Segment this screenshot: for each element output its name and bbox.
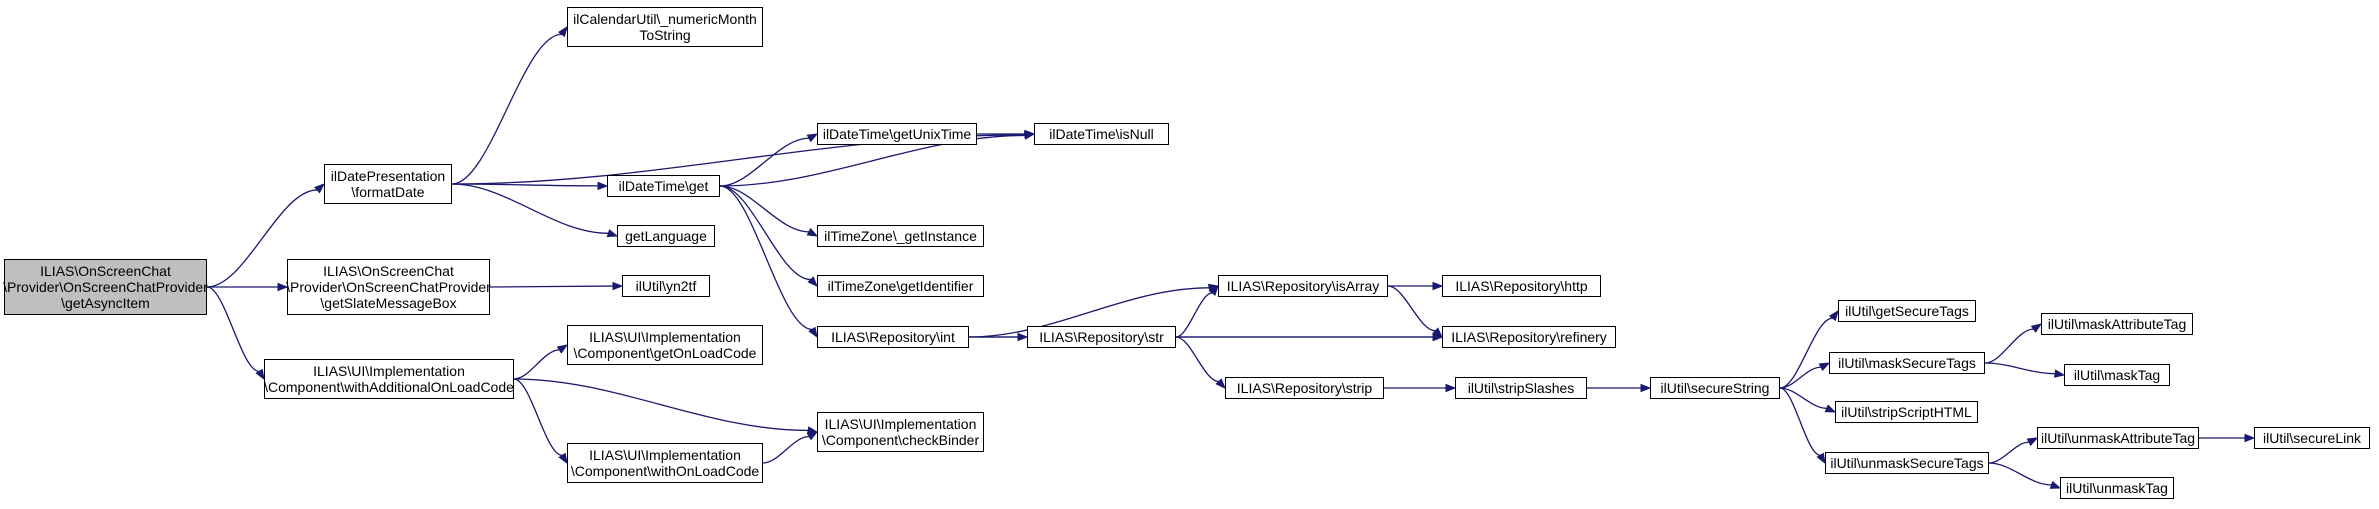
edge-datetime_get-to-tz_identifier — [719, 185, 811, 281]
edge-datetime_get-to-repo_int — [719, 185, 813, 331]
arrowhead-with_additional-to-with_onload — [558, 452, 568, 465]
edge-with_additional-to-check_binder — [513, 378, 809, 432]
node-get-language[interactable]: getLanguage — [617, 225, 715, 247]
edge-unmask_secure_tags-to-unmask_attribute_tag — [1988, 441, 2030, 464]
edge-with_additional-to-with_onload — [513, 378, 563, 457]
arrowhead-with_onload-to-check_binder — [806, 431, 819, 441]
node-repo-http[interactable]: ILIAS\Repository\http — [1442, 275, 1601, 297]
node-with-additional[interactable]: ILIAS\UI\Implementation \Component\withA… — [264, 359, 514, 399]
node-with-onload[interactable]: ILIAS\UI\Implementation \Component\withO… — [567, 443, 763, 483]
arrowhead-datetime_get-to-tz_identifier — [807, 276, 818, 287]
node-tz-instance[interactable]: ilTimeZone\_getInstance — [817, 225, 984, 247]
node-root[interactable]: ILIAS\OnScreenChat \Provider\OnScreenCha… — [3, 259, 208, 315]
edge-datetime_get-to-is_null — [719, 134, 1026, 187]
node-repo-strip[interactable]: ILIAS\Repository\strip — [1225, 377, 1384, 399]
arrowhead-mask_secure_tags-to-mask_tag — [2053, 369, 2066, 378]
edge-secure_string-to-unmask_secure_tags — [1779, 387, 1821, 456]
arrowhead-secure_string-to-strip_script_html — [1824, 404, 1837, 413]
arrowhead-secure_string-to-unmask_secure_tags — [1816, 452, 1826, 465]
node-get-unix-time[interactable]: ilDateTime\getUnixTime — [817, 123, 977, 145]
arrowhead-with_additional-to-get_onload — [556, 344, 569, 354]
arrowhead-strip_slashes-to-secure_string — [1640, 383, 1652, 393]
node-get-secure-tags[interactable]: ilUtil\getSecureTags — [1838, 300, 1976, 322]
node-secure-link[interactable]: ilUtil\secureLink — [2254, 427, 2370, 449]
edge-datetime_get-to-get_unix_time — [719, 137, 810, 187]
node-mask-tag[interactable]: ilUtil\maskTag — [2064, 364, 2170, 386]
node-mask-secure-tags[interactable]: ilUtil\maskSecureTags — [1829, 352, 1985, 374]
edge-datetime_get-to-tz_instance — [719, 185, 810, 233]
node-tz-identifier[interactable]: ilTimeZone\getIdentifier — [817, 275, 984, 297]
arrowhead-get_unix_time-to-is_null — [1024, 129, 1036, 139]
arrowhead-date_format-to-datetime_get — [597, 181, 609, 191]
node-yn2tf[interactable]: ilUtil\yn2tf — [622, 275, 710, 297]
arrowhead-datetime_get-to-repo_int — [808, 326, 818, 339]
node-check-binder[interactable]: ILIAS\UI\Implementation \Component\check… — [817, 412, 984, 452]
edge-repo_is_array-to-repo_refinery — [1387, 285, 1436, 332]
node-repo-int[interactable]: ILIAS\Repository\int — [817, 326, 969, 348]
arrowhead-secure_string-to-mask_secure_tags — [1818, 362, 1831, 372]
node-get-onload[interactable]: ILIAS\UI\Implementation \Component\getOn… — [567, 325, 763, 365]
arrowhead-datetime_get-to-tz_instance — [806, 227, 819, 237]
arrowhead-slate_box-to-yn2tf — [612, 281, 624, 291]
edge-repo_int-to-repo_is_array — [968, 287, 1210, 338]
arrowhead-root-to-with_additional — [255, 368, 265, 381]
arrowhead-repo_is_array-to-repo_http — [1432, 281, 1444, 291]
arrowhead-date_format-to-get_language — [606, 229, 619, 238]
node-unmask-attribute-tag[interactable]: ilUtil\unmaskAttributeTag — [2037, 427, 2199, 449]
edge-secure_string-to-get_secure_tags — [1779, 317, 1833, 389]
arrowhead-unmask_secure_tags-to-unmask_tag — [2049, 480, 2062, 489]
node-unmask-secure-tags[interactable]: ilUtil\unmaskSecureTags — [1825, 452, 1989, 474]
arrowhead-root-to-slate_box — [277, 282, 289, 292]
edge-with_onload-to-check_binder — [762, 435, 810, 464]
edge-mask_secure_tags-to-mask_attribute_tag — [1984, 328, 2034, 364]
edge-slate_box-to-yn2tf — [489, 285, 614, 288]
arrowhead-unmask_secure_tags-to-unmask_attribute_tag — [2026, 437, 2039, 447]
arrowhead-repo_str-to-repo_is_array — [1208, 284, 1219, 297]
edge-date_format-to-numeric_month — [451, 33, 562, 185]
arrowhead-repo_is_array-to-repo_refinery — [1432, 327, 1444, 338]
node-strip-slashes[interactable]: ilUtil\stripSlashes — [1455, 377, 1587, 399]
node-is-null[interactable]: ilDateTime\isNull — [1034, 123, 1169, 145]
arrowhead-repo_str-to-repo_strip — [1215, 378, 1226, 389]
node-repo-is-array[interactable]: ILIAS\Repository\isArray — [1218, 275, 1388, 297]
edge-date_format-to-get_language — [451, 183, 609, 234]
node-datetime-get[interactable]: ilDateTime\get — [607, 175, 720, 197]
arrowhead-mask_secure_tags-to-mask_attribute_tag — [2030, 323, 2043, 333]
edge-root-to-with_additional — [206, 286, 260, 372]
arrowhead-datetime_get-to-get_unix_time — [806, 133, 819, 143]
edge-date_format-to-datetime_get — [451, 183, 599, 187]
node-repo-refinery[interactable]: ILIAS\Repository\refinery — [1442, 326, 1616, 348]
arrowhead-repo_strip-to-strip_slashes — [1445, 383, 1457, 393]
edge-repo_str-to-repo_is_array — [1175, 292, 1213, 338]
node-mask-attribute-tag[interactable]: ilUtil\maskAttributeTag — [2041, 313, 2193, 335]
edge-secure_string-to-strip_script_html — [1779, 387, 1827, 410]
arrowhead-secure_string-to-get_secure_tags — [1828, 309, 1839, 322]
edge-root-to-date_format — [206, 189, 318, 288]
node-slate-box[interactable]: ILIAS\OnScreenChat \Provider\OnScreenCha… — [286, 259, 491, 315]
edge-secure_string-to-mask_secure_tags — [1779, 366, 1822, 389]
arrowhead-unmask_attribute_tag-to-secure_link — [2244, 433, 2256, 443]
node-secure-string[interactable]: ilUtil\secureString — [1650, 377, 1780, 399]
node-strip-script-html[interactable]: ilUtil\stripScriptHTML — [1835, 401, 1978, 423]
edge-with_additional-to-get_onload — [513, 349, 560, 380]
arrowhead-date_format-to-numeric_month — [557, 25, 568, 38]
node-repo-str[interactable]: ILIAS\Repository\str — [1027, 326, 1176, 348]
node-numeric-month[interactable]: ilCalendarUtil\_numericMonth ToString — [567, 7, 763, 47]
edge-repo_str-to-repo_strip — [1175, 336, 1219, 383]
arrowhead-root-to-date_format — [314, 183, 326, 194]
node-date-format[interactable]: ilDatePresentation \formatDate — [324, 164, 452, 204]
edge-mask_secure_tags-to-mask_tag — [1984, 362, 2056, 375]
node-unmask-tag[interactable]: ilUtil\unmaskTag — [2060, 477, 2174, 499]
edge-unmask_secure_tags-to-unmask_tag — [1988, 462, 2052, 486]
